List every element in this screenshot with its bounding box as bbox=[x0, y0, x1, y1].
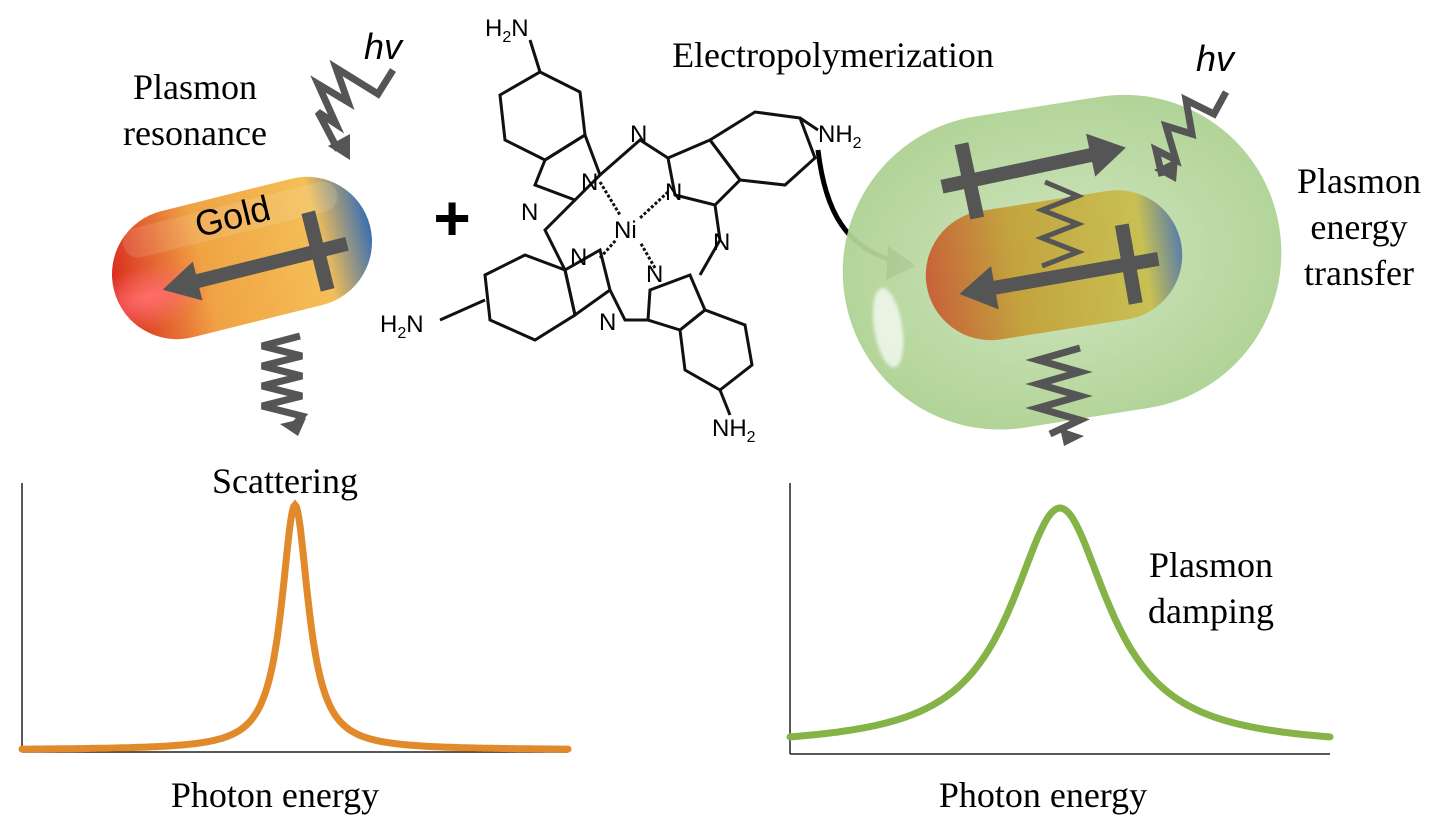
incoming-light-wave-icon-right bbox=[1150, 90, 1230, 177]
electropolymerization-label: Electropolymerization bbox=[672, 35, 994, 75]
center-atom-label: Ni bbox=[614, 217, 637, 244]
ring-nitrogen-label: N bbox=[581, 169, 598, 196]
amine-label-top: H2N bbox=[485, 15, 529, 46]
x-axis-label-left: Photon energy bbox=[170, 775, 380, 815]
nickel-phthalocyanine-molecule bbox=[439, 39, 819, 416]
transfer-label-line1: Plasmon bbox=[1296, 161, 1421, 201]
gold-nanorod bbox=[111, 176, 373, 340]
molecule-labels: Ni N N N N N N N N H2N NH2 H2N NH2 bbox=[380, 15, 862, 446]
scattered-light-arrowhead-icon-right bbox=[1060, 428, 1084, 446]
incoming-light-arrowhead-icon-right bbox=[1154, 158, 1178, 182]
ring-nitrogen-label: N bbox=[521, 199, 538, 226]
x-axis-label-right: Photon energy bbox=[938, 775, 1148, 815]
scattering-spectrum-chart bbox=[18, 483, 572, 753]
plasmon-resonance-label-line1: Plasmon bbox=[132, 67, 257, 107]
plasmon-energy-transfer-label: Plasmon energy transfer bbox=[1284, 158, 1434, 296]
scattered-light-arrowhead-icon bbox=[280, 418, 306, 436]
scattered-light-wave-icon-right bbox=[1025, 344, 1093, 438]
hv-label-right: hv bbox=[1196, 38, 1235, 79]
incoming-light-wave-icon bbox=[310, 59, 396, 152]
spectrum-curve-narrow bbox=[18, 499, 572, 753]
left-panel: Gold bbox=[111, 59, 396, 436]
transfer-label-line2: energy bbox=[1310, 207, 1408, 247]
spectrum-curve-broad bbox=[786, 504, 1334, 741]
ring-nitrogen-label: N bbox=[630, 121, 647, 148]
transfer-label-line3: transfer bbox=[1304, 253, 1414, 293]
hv-label-left: hv bbox=[364, 26, 403, 67]
damping-label-line1: Plasmon bbox=[1148, 545, 1273, 585]
amine-label-left: H2N bbox=[380, 311, 424, 342]
incoming-light-arrowhead-icon bbox=[328, 134, 350, 160]
damping-label-line2: damping bbox=[1148, 591, 1274, 631]
amine-label-right: NH2 bbox=[818, 121, 862, 152]
right-panel bbox=[842, 90, 1282, 446]
scattered-light-wave-icon bbox=[261, 332, 309, 431]
ring-nitrogen-label: N bbox=[713, 229, 730, 256]
ring-nitrogen-label: N bbox=[646, 261, 663, 288]
ring-nitrogen-label: N bbox=[570, 244, 587, 271]
amine-label-bottom: NH2 bbox=[712, 415, 756, 446]
plasmon-damping-label: Plasmon damping bbox=[1130, 542, 1292, 634]
ring-nitrogen-label: N bbox=[599, 309, 616, 336]
ring-nitrogen-label: N bbox=[665, 179, 682, 206]
plus-sign: + bbox=[433, 182, 470, 254]
dipole-arrow-icon bbox=[162, 210, 349, 301]
shell-dipole-arrow-icon bbox=[940, 133, 1126, 220]
rod-dipole-arrow-icon bbox=[959, 223, 1160, 310]
energy-transfer-wave-icon bbox=[1035, 179, 1085, 269]
plasmon-resonance-label: Plasmon resonance bbox=[110, 64, 280, 156]
scattering-label: Scattering bbox=[212, 461, 358, 501]
damped-spectrum-chart bbox=[786, 483, 1334, 755]
plasmon-resonance-label-line2: resonance bbox=[123, 113, 267, 153]
